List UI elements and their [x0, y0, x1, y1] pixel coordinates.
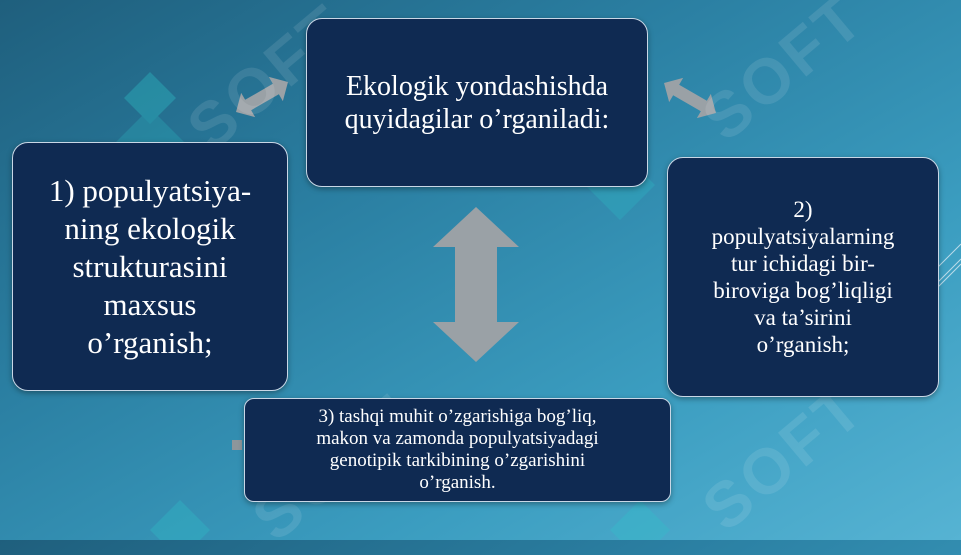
- text-line: 1) populyatsiya-: [48, 172, 252, 208]
- arrow-center-to-bottom: [433, 207, 519, 362]
- center-topic-box: Ekologik yondashishda quyidagilar o’rgan…: [306, 18, 648, 187]
- text-line: genotipik tarkibining o’zgarishini: [329, 450, 586, 471]
- text-line: Ekologik yondashishda: [345, 70, 609, 102]
- text-line: o’rganish.: [419, 472, 496, 493]
- text-line: va ta’sirini: [754, 305, 852, 330]
- text-line: quyidagilar o’rganiladi:: [344, 103, 610, 135]
- center-topic-text: Ekologik yondashishda quyidagilar o’rgan…: [345, 70, 610, 136]
- item-3-text: 3) tashqi muhit o’zgarishiga bog’liq, ma…: [316, 406, 598, 494]
- watermark-text: SOFT: [688, 0, 878, 155]
- item-2-text: 2) populyatsiyalarning tur ichidagi bir-…: [712, 196, 895, 358]
- text-line: o’rganish;: [756, 332, 850, 357]
- item-3-box: 3) tashqi muhit o’zgarishiga bog’liq, ma…: [244, 398, 671, 502]
- watermark-logo-mark-bottom: [150, 500, 670, 540]
- text-line: strukturasini: [72, 248, 228, 284]
- text-line: o’rganish;: [87, 324, 213, 360]
- watermark-fragment: [232, 440, 242, 450]
- text-line: 2): [793, 197, 813, 222]
- item-2-box: 2) populyatsiyalarning tur ichidagi bir-…: [667, 157, 939, 397]
- text-line: makon va zamonda populyatsiyadagi: [316, 428, 599, 449]
- text-line: ning ekologik: [64, 210, 236, 246]
- item-1-box: 1) populyatsiya- ning ekologik struktura…: [12, 142, 288, 391]
- item-1-text: 1) populyatsiya- ning ekologik struktura…: [49, 172, 251, 362]
- text-line: maxsus: [103, 286, 197, 322]
- slide: SOFT SOFT SOFT SOFT Ekologik yondashishd…: [12, 0, 961, 540]
- text-line: populyatsiyalarning: [711, 224, 895, 249]
- text-line: biroviga bog’liqligi: [713, 278, 893, 303]
- text-line: tur ichidagi bir-: [731, 251, 875, 276]
- text-line: 3) tashqi muhit o’zgarishiga bog’liq,: [318, 406, 597, 427]
